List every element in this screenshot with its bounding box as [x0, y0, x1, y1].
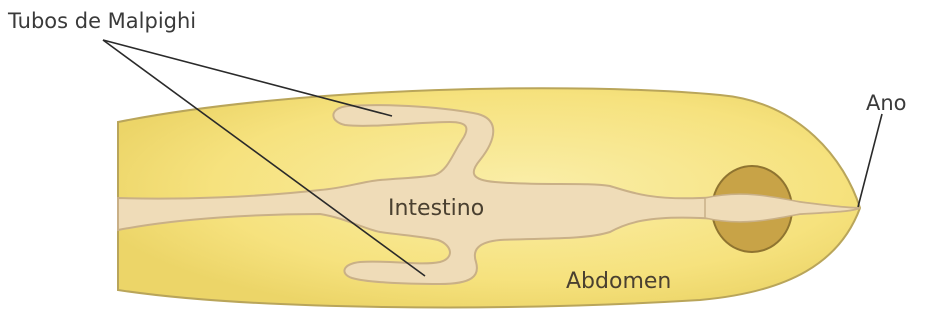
label-malpighian-tubules: Tubos de Malpighi — [7, 9, 196, 33]
label-anus: Ano — [866, 91, 907, 115]
anus-leader — [858, 114, 882, 207]
label-abdomen: Abdomen — [566, 269, 671, 294]
label-intestine: Intestino — [388, 196, 484, 221]
